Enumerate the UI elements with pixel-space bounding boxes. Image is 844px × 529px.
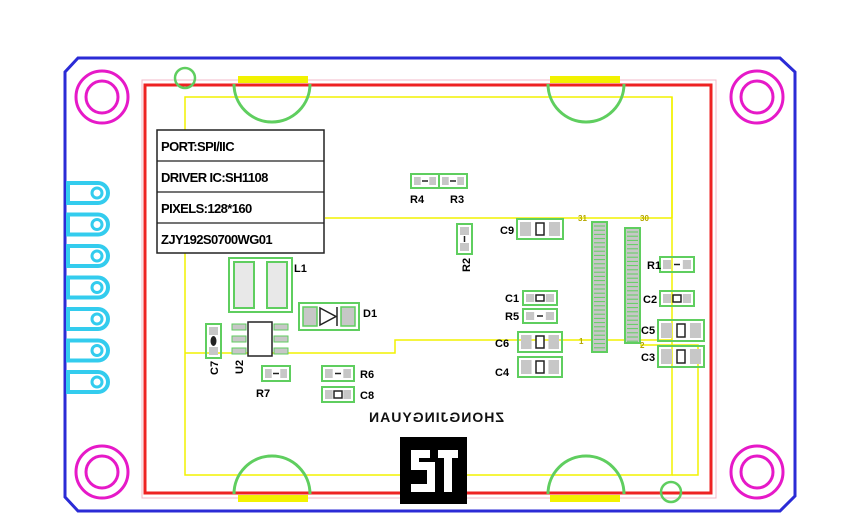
mount-hole-bottom-left xyxy=(74,444,130,500)
cutout-bottom-left xyxy=(232,454,312,495)
label-r4: R4 xyxy=(410,194,425,206)
component-c2: C2 xyxy=(643,290,695,307)
board-outline xyxy=(63,56,797,513)
info-pixels: PIXELS:128*160 xyxy=(161,201,252,216)
component-r1: R1 xyxy=(647,256,695,273)
component-r5: R5 xyxy=(505,308,558,324)
label-c5: C5 xyxy=(641,325,655,337)
resistor-r2: R2 xyxy=(456,223,473,272)
label-r3: R3 xyxy=(450,194,464,206)
pin-label-1: 1 xyxy=(579,337,584,346)
header-pin xyxy=(66,181,110,205)
header-pin xyxy=(66,212,110,237)
component-c3: C3 xyxy=(641,345,705,368)
label-c9: C9 xyxy=(500,225,514,237)
label-c1: C1 xyxy=(505,293,519,305)
cutout-bottom-right xyxy=(546,454,626,495)
mount-hole-top-right xyxy=(729,69,785,125)
component-c1: C1 xyxy=(505,290,558,306)
label-d1: D1 xyxy=(363,308,377,320)
pin-label-2: 2 xyxy=(640,341,645,350)
header-pins xyxy=(66,181,110,394)
edge-highlight-top-right xyxy=(550,76,620,83)
label-c7: C7 xyxy=(209,361,221,375)
fiducial-top xyxy=(173,66,197,90)
label-r2: R2 xyxy=(461,258,473,272)
info-part-number: ZJY192S0700WG01 xyxy=(161,232,272,247)
component-r3: R3 xyxy=(438,173,468,206)
label-r7: R7 xyxy=(256,388,270,400)
fiducial-bottom xyxy=(659,480,683,504)
cutout-top-left xyxy=(232,83,312,124)
component-c5: C5 xyxy=(641,319,705,342)
header-pin xyxy=(66,275,110,300)
component-r4: R4 xyxy=(410,173,440,206)
label-c2: C2 xyxy=(643,294,657,306)
edge-highlight-top-left xyxy=(238,76,308,83)
cutout-top-right xyxy=(546,83,626,124)
label-c6: C6 xyxy=(495,338,509,350)
label-c3: C3 xyxy=(641,352,655,364)
pin-label-30: 30 xyxy=(640,214,649,223)
label-r5: R5 xyxy=(505,311,519,323)
component-c9: C9 xyxy=(500,218,564,240)
label-r1: R1 xyxy=(647,260,661,272)
mount-hole-top-left xyxy=(74,69,130,125)
mount-hole-bottom-right xyxy=(729,444,785,500)
component-c6: C6 xyxy=(495,331,563,353)
brand-silkscreen: ZHONGJINGYUAN xyxy=(368,409,504,425)
fpc-connector: 31 30 1 2 xyxy=(578,214,649,353)
component-c8: C8 xyxy=(321,386,374,403)
label-r6: R6 xyxy=(360,369,374,381)
label-c8: C8 xyxy=(360,390,374,402)
component-c4: C4 xyxy=(495,356,563,379)
pin-label-31: 31 xyxy=(578,214,587,223)
component-r7: R7 xyxy=(256,365,291,400)
regulator-u2: U2 xyxy=(231,321,289,374)
capacitor-c7: C7 xyxy=(205,323,222,375)
component-r6: R6 xyxy=(321,365,374,382)
header-pin xyxy=(66,370,110,394)
inductor-l1: L1 xyxy=(228,257,307,313)
diode-d1: D1 xyxy=(298,302,377,331)
label-c4: C4 xyxy=(495,367,510,379)
info-box: PORT:SPI/IIC DRIVER IC:SH1108 PIXELS:128… xyxy=(156,129,325,254)
label-u2: U2 xyxy=(234,360,246,374)
edge-highlight-bottom-right xyxy=(550,495,620,502)
header-pin xyxy=(66,244,110,268)
info-port: PORT:SPI/IIC xyxy=(161,139,235,154)
header-pin xyxy=(66,307,110,331)
header-pin xyxy=(66,338,110,363)
brand-logo xyxy=(400,437,467,504)
edge-highlight-bottom-left xyxy=(238,495,308,502)
info-driver-ic: DRIVER IC:SH1108 xyxy=(161,170,268,185)
label-l1: L1 xyxy=(294,263,307,275)
